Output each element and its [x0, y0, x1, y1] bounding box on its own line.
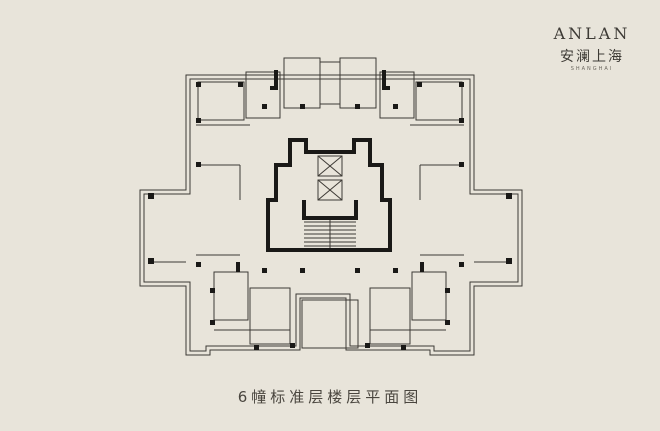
top-wall-left: [270, 70, 278, 90]
bottom-left-room-2: [249, 287, 291, 345]
top-center-shaft: [319, 61, 341, 105]
plan-caption: 6幢标准层楼层平面图: [237, 388, 423, 406]
top-center-room-left: [283, 57, 321, 109]
core-wall: [266, 138, 392, 252]
top-left-room: [245, 71, 281, 119]
brand-city: SHANGHAI: [570, 66, 614, 72]
top-left-unit: [197, 81, 245, 121]
building-outline: [139, 74, 523, 356]
brand-name-cn: 安澜上海: [560, 49, 624, 65]
bottom-right-room-2: [369, 287, 411, 345]
core-wall-inner: [302, 200, 358, 220]
columns: [148, 82, 512, 350]
stair-treads: [304, 220, 356, 250]
bottom-right-room: [411, 271, 447, 321]
brand-name-en: ANLAN: [553, 24, 631, 43]
top-center-room-right: [339, 57, 377, 109]
top-wall-right: [382, 70, 390, 90]
lift-shaft-1: [317, 155, 343, 177]
top-right-unit: [415, 81, 463, 121]
lift-shaft-2: [317, 179, 343, 201]
bottom-left-room: [213, 271, 249, 321]
building-outline-inner: [143, 78, 519, 352]
top-right-room: [379, 71, 415, 119]
bottom-center-room: [301, 299, 359, 349]
